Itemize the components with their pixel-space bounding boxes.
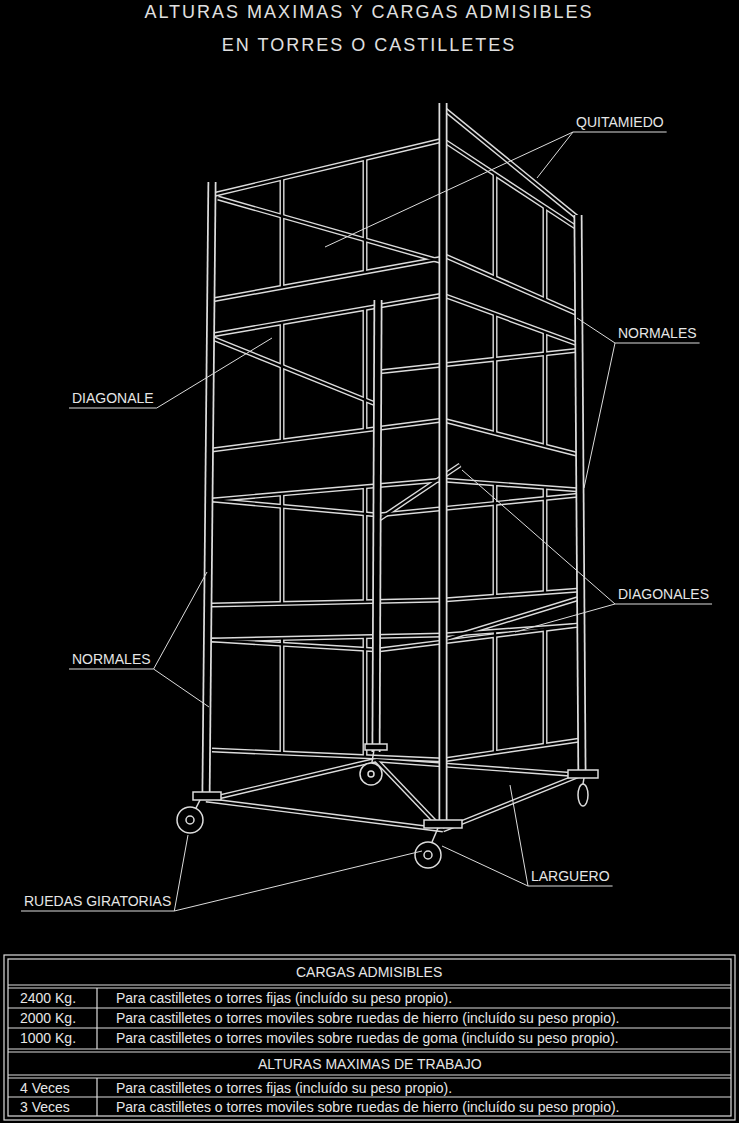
- leader-line: [515, 604, 615, 632]
- table-grid: [4, 955, 735, 1120]
- frame-rails: [206, 108, 580, 830]
- label-underline: [528, 886, 613, 887]
- leader-line: [174, 835, 188, 911]
- wheels: [177, 744, 598, 868]
- table-cell: ALTURAS MAXIMAS DE TRABAJO: [258, 1056, 482, 1072]
- vertical-posts-inner: [206, 103, 582, 825]
- label-underline: [69, 669, 154, 670]
- leader-lines: [21, 132, 712, 911]
- leader-line: [584, 343, 615, 488]
- table-cell: Para castilletes o torres fijas (incluíd…: [116, 990, 452, 1006]
- leader-line: [510, 785, 528, 886]
- leader-line: [154, 572, 207, 669]
- part-label: NORMALES: [618, 325, 697, 341]
- vertical-posts: [206, 103, 582, 825]
- leader-line: [442, 846, 528, 886]
- table-cell: Para castilletes o torres fijas (incluíd…: [116, 1080, 452, 1096]
- table-cell: CARGAS ADMISIBLES: [296, 964, 442, 980]
- leader-line: [537, 132, 573, 178]
- leader-line: [157, 338, 272, 408]
- table-cell: Para castilletes o torres moviles sobre …: [116, 1010, 619, 1026]
- table-cell: 4 Veces: [20, 1080, 70, 1096]
- label-underline: [69, 408, 157, 409]
- leader-line: [174, 851, 422, 911]
- table-cell: Para castilletes o torres moviles sobre …: [116, 1099, 619, 1115]
- label-underline: [615, 343, 700, 344]
- leader-line: [462, 470, 615, 604]
- part-label: DIAGONALES: [618, 586, 709, 602]
- part-label: NORMALES: [72, 651, 151, 667]
- table-cell: 2000 Kg.: [20, 1010, 76, 1026]
- leader-line: [154, 669, 209, 707]
- table-cell: Para castilletes o torres moviles sobre …: [116, 1030, 619, 1046]
- part-label: LARGUERO: [531, 868, 610, 884]
- leader-line: [325, 132, 573, 247]
- frame-rails-inner: [206, 108, 580, 830]
- table-cell: 1000 Kg.: [20, 1030, 76, 1046]
- table-cell: 2400 Kg.: [20, 990, 76, 1006]
- title: ALTURAS MAXIMAS Y CARGAS ADMISIBLES EN T…: [137, 0, 601, 62]
- label-underline: [21, 911, 174, 912]
- part-label: DIAGONALE: [72, 390, 154, 406]
- leader-line: [577, 318, 615, 343]
- label-underline: [615, 604, 712, 605]
- label-underline: [573, 132, 667, 133]
- part-label: QUITAMIEDO: [576, 114, 664, 130]
- part-label: RUEDAS GIRATORIAS: [24, 893, 171, 909]
- table-cell: 3 Veces: [20, 1099, 70, 1115]
